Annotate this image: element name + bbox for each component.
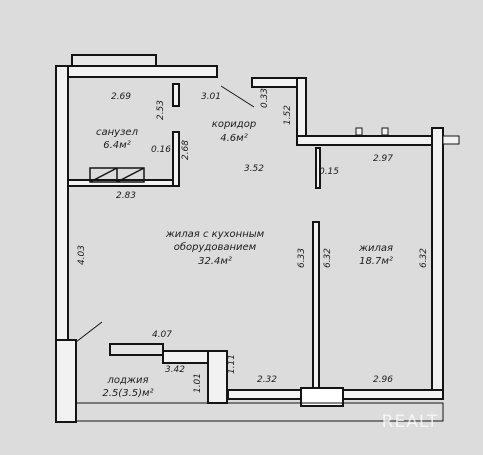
dim-label: 2.53 — [156, 100, 166, 120]
dim-label: 0.33 — [260, 88, 270, 108]
wall-corridor-right — [296, 77, 307, 141]
door-block — [300, 387, 344, 407]
watermark-logo: REALT — [382, 412, 439, 432]
loggia-rail — [109, 343, 164, 356]
wall-loggia-pier — [207, 350, 228, 404]
corridor-name: коридор — [212, 119, 256, 130]
living-kitchen-area: 32.4м² — [198, 256, 232, 267]
dim-label: 1.52 — [283, 105, 293, 125]
dimension-labels: 2.69 2.53 3.01 0.33 1.52 0.16 2.68 3.52 … — [77, 88, 429, 393]
dim-label: 2.83 — [116, 191, 136, 201]
dim-label: 6.32 — [323, 248, 333, 268]
wall-partition — [312, 221, 320, 391]
dim-label: 2.97 — [373, 154, 393, 164]
wall-partition-stub — [315, 147, 321, 189]
loggia-name: лоджия — [107, 375, 149, 386]
window-markers — [355, 127, 460, 145]
wall-bathroom-stub — [172, 83, 180, 107]
wall-right — [431, 127, 444, 399]
dim-label: 1.01 — [193, 373, 203, 393]
dim-label: 3.52 — [244, 164, 264, 174]
dim-label: 0.15 — [319, 167, 339, 177]
wall-left-lower — [55, 339, 77, 423]
dim-label: 6.32 — [419, 248, 429, 268]
bathroom-area: 6.4м² — [103, 140, 130, 151]
dim-label: 3.01 — [201, 92, 221, 102]
bathroom-fixture — [89, 167, 145, 183]
loggia-area: 2.5(3.5)м² — [102, 388, 153, 399]
dim-label: 3.42 — [165, 365, 185, 375]
wall-top-right — [296, 135, 433, 146]
living-name: жилая — [358, 243, 393, 254]
wall-top-left — [55, 65, 218, 78]
living-kitchen-name: жилая с кухонным — [165, 229, 265, 240]
wall-bathroom-right — [172, 131, 180, 187]
room-labels: санузел 6.4м² коридор 4.6м² жилая с кухо… — [96, 119, 393, 399]
dim-label: 2.32 — [257, 375, 277, 385]
door-swings — [75, 85, 255, 343]
dim-label: 1.11 — [227, 354, 237, 374]
loggia-outline — [75, 402, 444, 422]
balcony-rail-top — [71, 54, 157, 67]
wall-bathroom-bottom — [67, 179, 180, 187]
living-area: 18.7м² — [359, 256, 393, 267]
wall-left — [55, 65, 69, 345]
walls — [55, 54, 444, 423]
dim-label: 6.33 — [297, 248, 307, 268]
dim-label: 4.03 — [77, 245, 87, 265]
dim-label: 0.16 — [151, 145, 171, 155]
dim-label: 2.68 — [181, 140, 191, 160]
dim-label: 2.96 — [373, 375, 393, 385]
living-kitchen-name-2: оборудованием — [174, 241, 257, 253]
dim-label: 2.69 — [111, 92, 131, 102]
bathroom-name: санузел — [96, 127, 139, 138]
dim-label: 4.07 — [152, 330, 172, 340]
corridor-area: 4.6м² — [220, 133, 247, 144]
